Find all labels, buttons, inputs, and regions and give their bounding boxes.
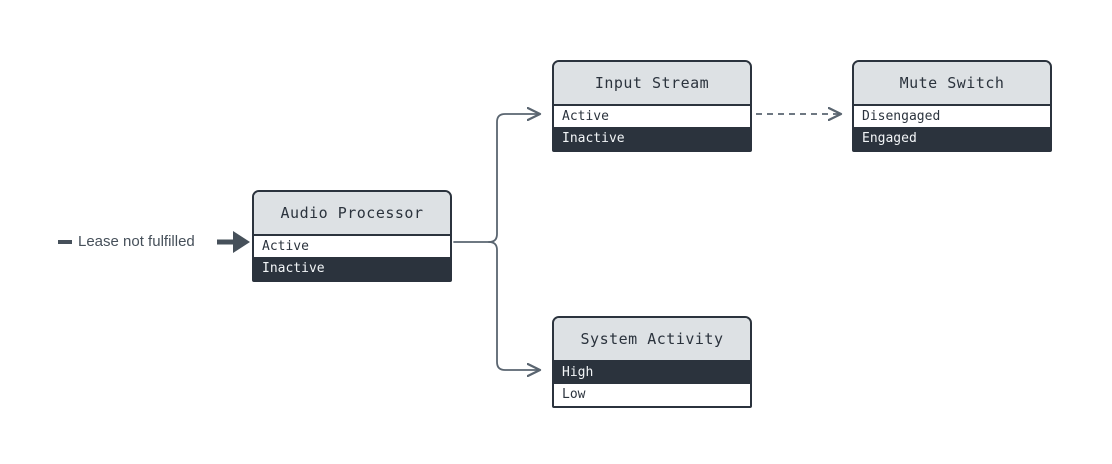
node-mute-switch-rows: Disengaged Engaged [854, 106, 1050, 150]
node-system-activity-row-low[interactable]: Low [554, 384, 750, 406]
node-input-stream-row-active[interactable]: Active [554, 106, 750, 128]
node-mute-switch-title: Mute Switch [854, 62, 1050, 106]
connector-entry-to-audio-processor [217, 231, 250, 253]
connector-audio-processor-branch [453, 114, 540, 370]
node-audio-processor-row-inactive[interactable]: Inactive [254, 258, 450, 280]
node-system-activity-row-high[interactable]: High [554, 362, 750, 384]
node-input-stream[interactable]: Input Stream Active Inactive [552, 60, 752, 152]
node-input-stream-title: Input Stream [554, 62, 750, 106]
node-input-stream-rows: Active Inactive [554, 106, 750, 150]
node-mute-switch[interactable]: Mute Switch Disengaged Engaged [852, 60, 1052, 152]
node-system-activity-title: System Activity [554, 318, 750, 362]
node-audio-processor-rows: Active Inactive [254, 236, 450, 280]
node-mute-switch-row-disengaged[interactable]: Disengaged [854, 106, 1050, 128]
node-audio-processor-row-active[interactable]: Active [254, 236, 450, 258]
node-input-stream-row-inactive[interactable]: Inactive [554, 128, 750, 150]
node-system-activity[interactable]: System Activity High Low [552, 316, 752, 408]
node-audio-processor[interactable]: Audio Processor Active Inactive [252, 190, 452, 282]
node-audio-processor-title: Audio Processor [254, 192, 450, 236]
node-mute-switch-row-engaged[interactable]: Engaged [854, 128, 1050, 150]
entry-label: Lease not fulfilled [78, 233, 195, 250]
node-system-activity-rows: High Low [554, 362, 750, 406]
